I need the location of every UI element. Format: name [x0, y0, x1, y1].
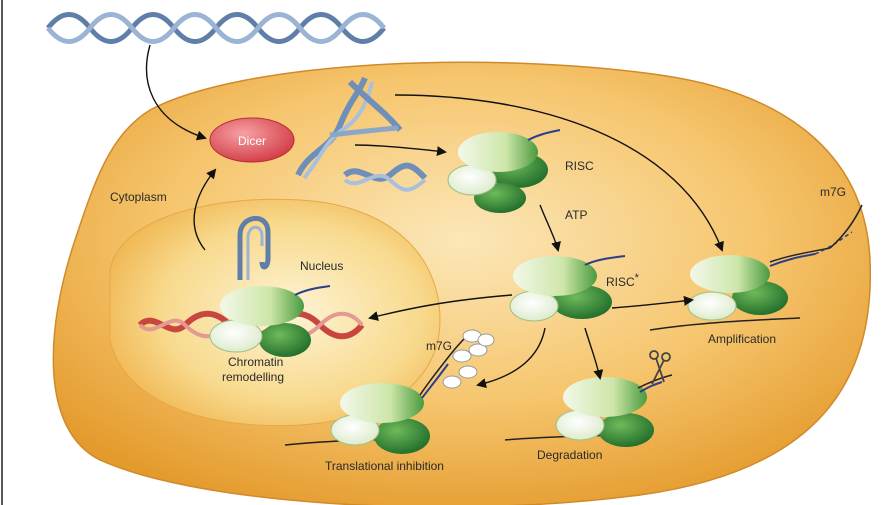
m7g-left-label: m7G: [426, 339, 452, 353]
m7g-top-label: m7G: [820, 185, 846, 199]
hairpin-rna: [237, 215, 271, 280]
nucleus-label: Nucleus: [300, 259, 343, 273]
dsrna-fragments: [295, 76, 428, 192]
atp-label: ATP: [565, 208, 587, 222]
scissors-icon: [649, 350, 671, 385]
amplification-complex: [649, 204, 863, 331]
translational-inhibition-complex: [284, 329, 495, 454]
amplification-label: Amplification: [708, 332, 776, 346]
degradation-complex: [504, 374, 673, 447]
risc-label: RISC: [565, 159, 594, 173]
cytoplasm-label: Cytoplasm: [110, 190, 167, 204]
dicer-label: Dicer: [238, 134, 266, 148]
chromatin-label-line1: Chromatin: [228, 355, 283, 369]
translational-label: Translational inhibition: [325, 459, 444, 473]
risc-complex: [447, 129, 561, 213]
input-dna-helix: [46, 12, 386, 44]
risc-active-label: RISC*: [606, 272, 640, 289]
chromatin-complex: [137, 285, 365, 357]
chromatin-label-line2: remodelling: [222, 370, 284, 384]
pathway-arrows: [145, 44, 724, 389]
dicer-enzyme: [209, 117, 295, 163]
risc-active-complex: [509, 255, 626, 322]
degradation-label: Degradation: [537, 448, 602, 462]
